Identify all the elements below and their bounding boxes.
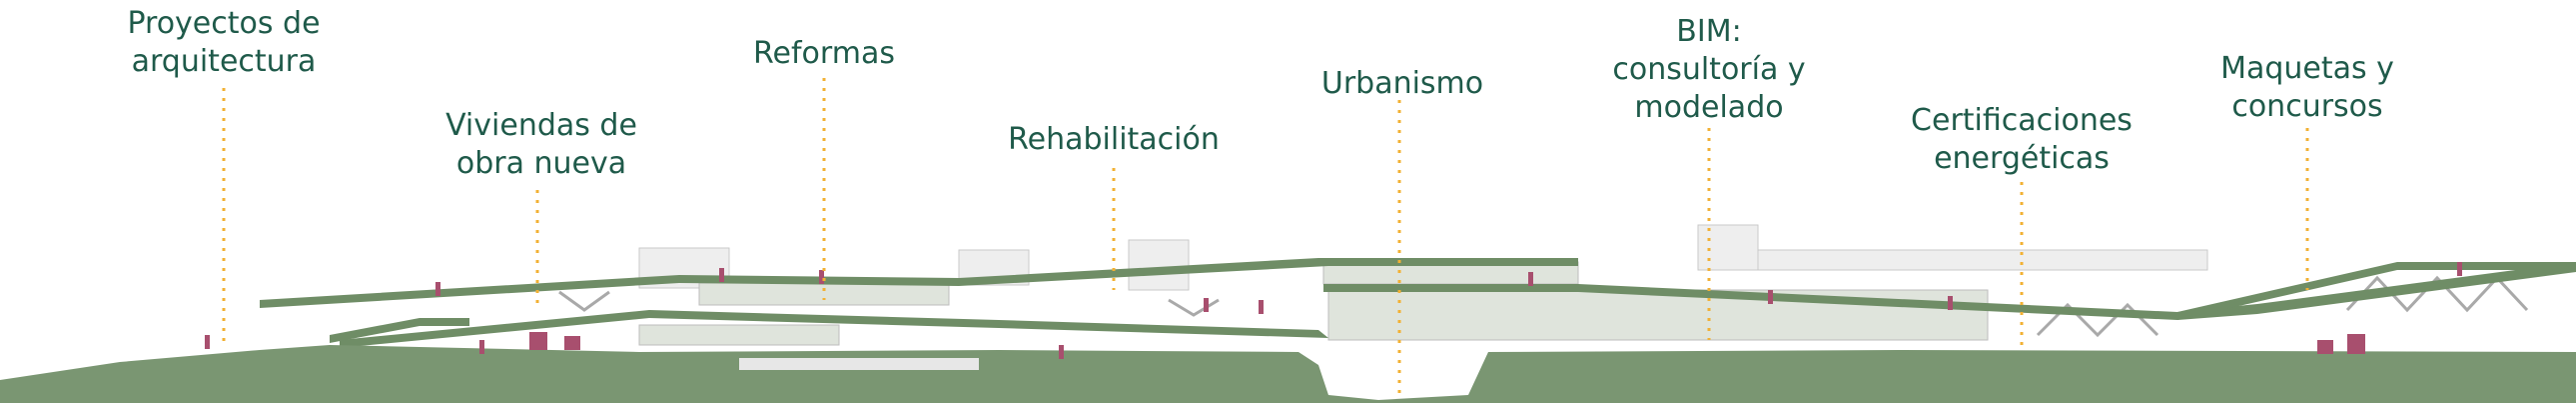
label-bim: BIM: consultoría y modelado bbox=[1612, 14, 1806, 125]
person bbox=[435, 282, 440, 296]
person bbox=[1259, 300, 1264, 314]
ramps bbox=[260, 258, 2576, 348]
person bbox=[1948, 296, 1953, 310]
upper-ramp bbox=[260, 258, 1328, 308]
lower-ramp bbox=[340, 310, 1328, 348]
plaza-slab bbox=[739, 358, 979, 370]
glass-facade bbox=[638, 324, 840, 346]
glass-facade bbox=[1327, 289, 1989, 341]
label-rehabilitacion: Rehabilitación bbox=[1008, 122, 1220, 157]
label-reformas: Reformas bbox=[753, 36, 895, 71]
person bbox=[1059, 345, 1064, 359]
label-maquetas: Maquetas y concursos bbox=[2220, 51, 2394, 124]
people bbox=[205, 262, 2462, 359]
person bbox=[2457, 262, 2462, 276]
right-upper-ramp bbox=[2177, 262, 2576, 320]
background-block bbox=[1697, 224, 1759, 271]
lower-ramp-left bbox=[330, 318, 469, 343]
truss bbox=[558, 290, 610, 312]
mid-ramp bbox=[1323, 262, 2576, 320]
ground bbox=[0, 345, 2576, 403]
label-urbanismo: Urbanismo bbox=[1320, 66, 1484, 101]
label-viviendas: Viviendas de obra nueva bbox=[445, 108, 637, 181]
leader-lines bbox=[222, 78, 2309, 400]
cart bbox=[564, 336, 580, 350]
person bbox=[479, 340, 484, 354]
background-block bbox=[1128, 239, 1190, 291]
person bbox=[1768, 290, 1773, 304]
cart bbox=[2317, 340, 2333, 354]
person bbox=[819, 270, 824, 284]
background-canopy bbox=[1747, 249, 2208, 271]
person bbox=[1528, 272, 1533, 286]
glass-facade bbox=[698, 282, 950, 306]
person bbox=[205, 335, 210, 349]
truss bbox=[1168, 298, 1220, 317]
label-certificaciones: Certificaciones energéticas bbox=[1911, 103, 2133, 176]
person bbox=[719, 268, 724, 282]
person bbox=[1204, 298, 1209, 312]
label-proyectos: Proyectos de arquitectura bbox=[127, 6, 321, 79]
cart bbox=[2347, 334, 2365, 354]
urbanismo-roof bbox=[1318, 258, 1578, 266]
cart bbox=[529, 332, 547, 350]
